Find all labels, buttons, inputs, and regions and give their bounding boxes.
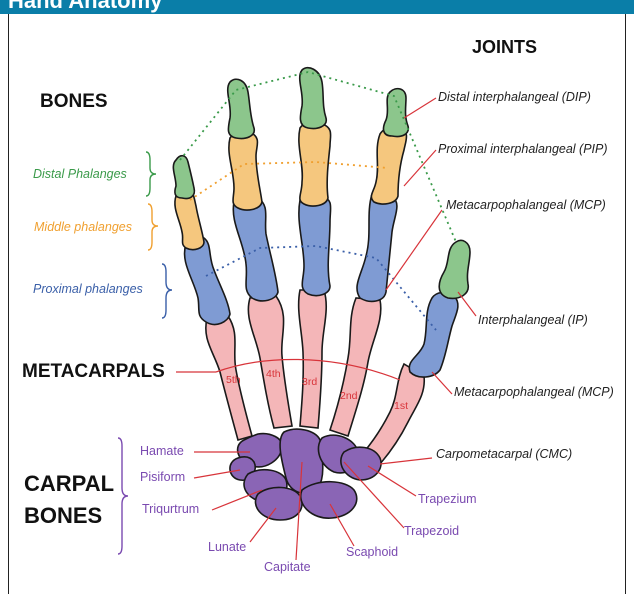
lunate-bone [255, 487, 301, 520]
label-trapezoid: Trapezoid [404, 524, 459, 538]
label-mcp-joint: Metacarpophalangeal (MCP) [446, 198, 606, 212]
distal-phalanx-2nd [384, 89, 409, 137]
label-pisiform: Pisiform [140, 470, 185, 484]
brace-middle [148, 204, 158, 250]
pointer-cmc [380, 458, 432, 464]
metacarpal-2nd [330, 298, 381, 436]
carpal-bones [230, 429, 381, 520]
brace-distal [146, 152, 156, 196]
metacarpal-number-3rd: 3rd [302, 376, 317, 388]
bones-heading: BONES [40, 91, 108, 113]
scaphoid-bone [301, 482, 357, 518]
metacarpals-heading: METACARPALS [22, 361, 165, 383]
label-dip-joint: Distal interphalangeal (DIP) [438, 90, 591, 104]
brace-proximal [162, 264, 172, 318]
pointer-thumb-mcp [432, 372, 452, 394]
middle-phalanx-4th [229, 130, 262, 210]
label-thumb-mcp-joint: Metacarpophalangeal (MCP) [454, 385, 614, 399]
label-middle-phalanges: Middle phalanges [34, 220, 132, 234]
proximal-phalanx-2nd [357, 191, 397, 301]
metacarpal-3rd [299, 290, 327, 428]
distal-phalanx-4th [228, 79, 255, 138]
joints-heading: JOINTS [472, 37, 537, 58]
label-triquetrum: Triqurtrum [142, 502, 199, 516]
pointer-trapezium [368, 466, 416, 496]
middle-phalanx-3rd [299, 122, 331, 206]
label-cmc-joint: Carpometacarpal (CMC) [436, 447, 572, 461]
pointer-ip [458, 292, 476, 316]
distal-phalanx-thumb [439, 240, 470, 298]
label-distal-phalanges: Distal Phalanges [33, 167, 127, 181]
pointer-dip [404, 98, 436, 118]
distal-phalanx-3rd [300, 68, 327, 129]
proximal-phalanx-3rd [299, 194, 331, 296]
distal-phalanx-5th [173, 156, 194, 199]
brace-carpal [118, 438, 128, 554]
trapezium-bone [341, 447, 381, 480]
middle-phalanx-2nd [371, 126, 406, 204]
label-ip-joint: Interphalangeal (IP) [478, 313, 588, 327]
metacarpal-number-5th: 5th [226, 374, 241, 386]
middle-phalanx-5th [175, 190, 204, 250]
carpal-heading-line1: CARPAL [24, 471, 114, 497]
label-capitate: Capitate [264, 560, 311, 574]
pip-joint-line [190, 162, 388, 200]
metacarpal-number-4th: 4th [266, 368, 281, 380]
metacarpal-number-2nd: 2nd [340, 390, 358, 402]
carpal-heading-line2: BONES [24, 503, 102, 529]
metacarpal-1st [364, 364, 424, 464]
label-scaphoid: Scaphoid [346, 545, 398, 559]
metacarpal-number-1st: 1st [394, 400, 408, 412]
label-lunate: Lunate [208, 540, 246, 554]
pointer-pip [404, 150, 436, 186]
label-hamate: Hamate [140, 444, 184, 458]
label-proximal-phalanges: Proximal phalanges [33, 282, 143, 296]
label-trapezium: Trapezium [418, 492, 477, 506]
proximal-phalanx-thumb [409, 292, 458, 377]
label-pip-joint: Proximal interphalangeal (PIP) [438, 142, 608, 156]
